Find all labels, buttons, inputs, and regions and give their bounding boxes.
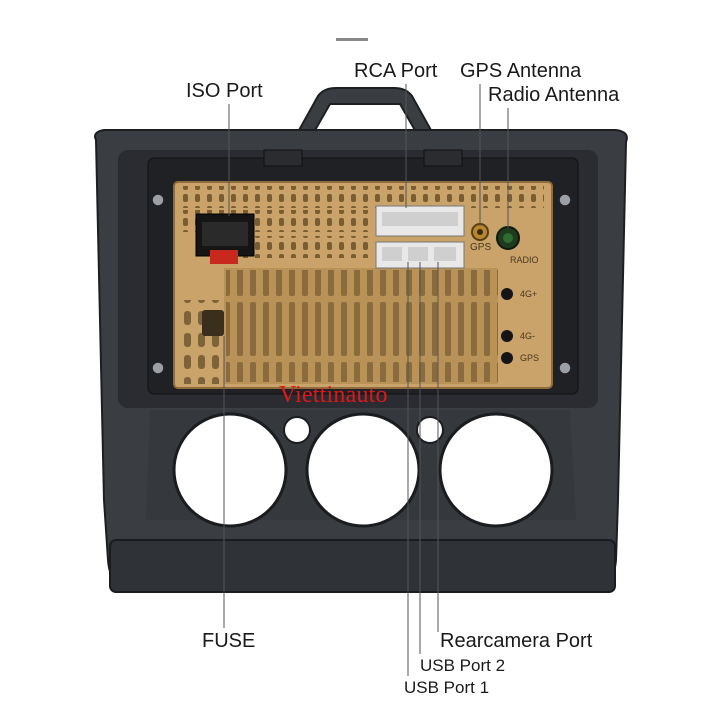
radio-antenna-label: Radio Antenna: [488, 84, 620, 106]
usb-port-2-label: USB Port 2: [420, 656, 506, 675]
radio-jack-label: RADIO: [510, 255, 539, 265]
jack-gps-label: GPS: [520, 353, 539, 363]
mid-vent-row: [240, 236, 372, 258]
frame-bottom-lip: [109, 539, 616, 593]
top-vent-row: [182, 186, 544, 208]
gps-antenna-label: GPS Antenna: [460, 60, 582, 82]
frame-handle: [296, 87, 434, 133]
side-jacks: [501, 288, 513, 364]
rca-connector: [375, 205, 465, 237]
gps-jack-label: GPS: [470, 242, 491, 253]
vent-holes: [172, 412, 554, 528]
heatsink-fins: [226, 270, 498, 382]
top-dash: [336, 38, 368, 41]
fuse-slot: [202, 310, 224, 336]
radio-jack: [496, 226, 520, 250]
leader-lines: [223, 84, 509, 676]
usb-port-1-label: USB Port 1: [404, 678, 490, 697]
iso-connector: [195, 213, 255, 264]
jack-4g-minus-label: 4G-: [520, 331, 535, 341]
watermark: Viettinauto: [279, 382, 388, 408]
rearcamera-port-label: Rearcamera Port: [440, 630, 593, 652]
iso-port-label: ISO Port: [186, 80, 263, 102]
gps-jack: [471, 223, 489, 241]
fuse-label: FUSE: [202, 630, 256, 652]
rca-port-label: RCA Port: [354, 60, 438, 82]
frame-bolts: [151, 193, 572, 375]
jack-4g-plus-label: 4G+: [520, 289, 537, 299]
top-clips: [263, 149, 463, 167]
small-holes: [283, 416, 444, 444]
